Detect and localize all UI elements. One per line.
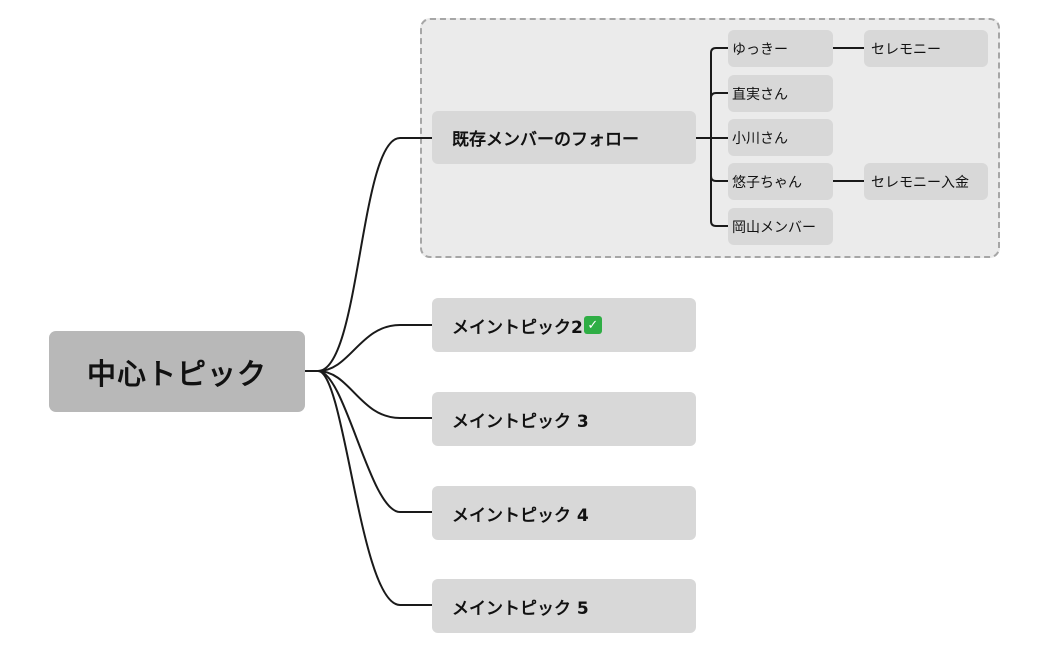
main-topic-3[interactable]: メイントピック 3 xyxy=(432,392,696,446)
main-topic-label: 既存メンバーのフォロー xyxy=(452,130,639,150)
leaf-topic-1[interactable]: セレモニー xyxy=(864,30,988,67)
central-topic-label: 中心トピック xyxy=(86,356,267,391)
connector-sub-4 xyxy=(710,175,728,182)
subtopic-2[interactable]: 直実さん xyxy=(728,75,833,112)
subtopic-5[interactable]: 岡山メンバー xyxy=(728,208,833,245)
leaf-topic-2[interactable]: セレモニー入金 xyxy=(864,163,988,200)
connector-center-main-4 xyxy=(305,370,432,513)
connector-center-main-1 xyxy=(305,137,432,372)
connector-center-main-3 xyxy=(305,370,432,419)
main-topic-label: メイントピック 4 xyxy=(452,505,589,526)
subtopic-3[interactable]: 小川さん xyxy=(728,119,833,156)
leaf-topic-label: セレモニー xyxy=(871,41,941,58)
subtopic-label: ゆっきー xyxy=(732,41,788,58)
connector-center-main-5 xyxy=(305,370,432,606)
main-topic-2[interactable]: メイントピック2 ✓ xyxy=(432,298,696,352)
subtopic-label: 悠子ちゃん xyxy=(732,174,802,191)
connector-sub-2 xyxy=(710,92,728,99)
main-topic-1[interactable]: 既存メンバーのフォロー xyxy=(432,111,696,164)
subtopic-1[interactable]: ゆっきー xyxy=(728,30,833,67)
subtopic-label: 小川さん xyxy=(732,130,788,147)
leaf-topic-label: セレモニー入金 xyxy=(871,174,969,191)
main-topic-label: メイントピック 5 xyxy=(452,598,589,619)
check-mark-icon: ✓ xyxy=(583,316,602,334)
main-topic-5[interactable]: メイントピック 5 xyxy=(432,579,696,633)
connector-center-main-2 xyxy=(305,324,432,372)
central-topic[interactable]: 中心トピック xyxy=(49,331,305,412)
main-topic-label: メイントピック2 xyxy=(452,317,583,338)
main-topic-label: メイントピック 3 xyxy=(452,411,589,432)
subtopic-label: 岡山メンバー xyxy=(732,219,816,236)
subtopic-4[interactable]: 悠子ちゃん xyxy=(728,163,833,200)
main-topic-4[interactable]: メイントピック 4 xyxy=(432,486,696,540)
subtopic-label: 直実さん xyxy=(732,86,788,103)
